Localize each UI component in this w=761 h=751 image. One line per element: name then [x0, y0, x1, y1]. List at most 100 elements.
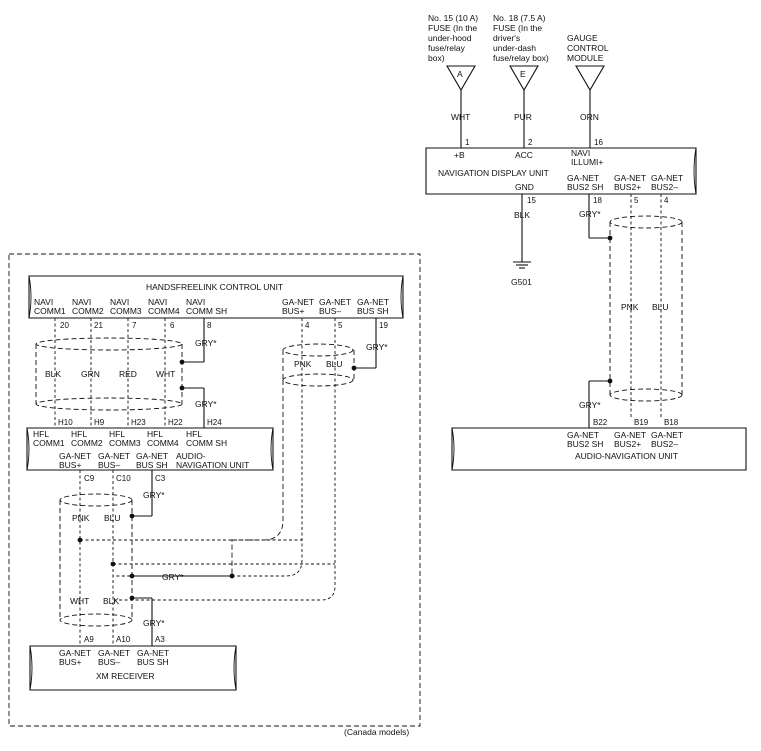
- audio-right-bus2p-2: BUS2+: [614, 439, 641, 449]
- audio-left-pin-h9: H9: [94, 418, 105, 427]
- audio-right-bus2m-2: BUS2–: [651, 439, 678, 449]
- xm-receiver-title: XM RECEIVER: [96, 671, 155, 681]
- pin-label-1: 1: [465, 138, 470, 147]
- nav-bus2p-2: BUS2+: [614, 182, 641, 192]
- gry-label-xm-top: GRY*: [143, 490, 165, 500]
- wire-pnk-bus-hfl: [113, 318, 303, 577]
- audio-left-comm3-1: HFL: [109, 429, 125, 439]
- nav-bus2p-1: GA-NET: [614, 173, 646, 183]
- gry-label-comm-bottom: GRY*: [195, 399, 217, 409]
- fuse15-line-2: FUSE (In the: [428, 23, 477, 33]
- fuse18-line-2: FUSE (In the: [493, 23, 542, 33]
- canada-frame: [8, 253, 421, 727]
- audio-left-bus-p-1: GA-NET: [59, 451, 91, 461]
- audio-right-pin-b19: B19: [634, 418, 649, 427]
- wire-label-pnk-right: PNK: [621, 302, 639, 312]
- audio-left-comm4-1: HFL: [147, 429, 163, 439]
- audio-left-comm3-2: COMM3: [109, 438, 141, 448]
- nav-bus2sh-2: BUS2 SH: [567, 182, 603, 192]
- hfl-pin-5: 5: [338, 321, 343, 330]
- hfl-pin-21: 21: [94, 321, 103, 330]
- audio-left-comm2-1: HFL: [71, 429, 87, 439]
- wire-label-pnk-xm: PNK: [72, 513, 90, 523]
- audio-right-pin-b22: B22: [593, 418, 608, 427]
- xm-pin-a3: A3: [155, 635, 165, 644]
- hfl-label-7a: GA-NET: [319, 297, 351, 307]
- fuse15-line-4: fuse/relay: [428, 43, 466, 53]
- hfl-unit-edge-right: [400, 275, 404, 319]
- nav-gnd-pin: 15: [527, 196, 536, 205]
- gry-label-right-top: GRY*: [579, 209, 601, 219]
- fuse18-line-3: driver's: [493, 33, 520, 43]
- nav-display-title: NAVIGATION DISPLAY UNIT: [438, 168, 549, 178]
- wire-label-blk-xm: BLK: [103, 596, 119, 606]
- wire-label-blu-bus: BLU: [326, 359, 343, 369]
- gry-label-comm-top: GRY*: [195, 338, 217, 348]
- hfl-pin-8: 8: [207, 321, 212, 330]
- gauge-source: GAUGE CONTROL MODULE: [567, 33, 609, 92]
- wire-label-pnk-bus: PNK: [294, 359, 312, 369]
- xm-label-bus-m-1: GA-NET: [98, 648, 130, 658]
- wire-label-orn: ORN: [580, 112, 599, 122]
- audio-left-pin-h22: H22: [168, 418, 183, 427]
- splice-pnk: [77, 537, 83, 543]
- audio-nav-right-box: [451, 427, 747, 471]
- fuse15-line-3: under-hood: [428, 33, 472, 43]
- nav-pin-label-acc: ACC: [515, 150, 533, 160]
- fuse18-line-4: under-dash: [493, 43, 536, 53]
- xm-shield-joint-top: [129, 513, 135, 519]
- xm-label-bus-m-2: BUS–: [98, 657, 120, 667]
- hfl-pin-6: 6: [170, 321, 175, 330]
- hfl-label-6b: BUS+: [282, 306, 304, 316]
- fuse18-letter: E: [520, 69, 526, 79]
- comm-shield-top: [35, 337, 183, 351]
- bus-shield-bottom: [282, 373, 354, 387]
- wire-label-grn: GRN: [81, 369, 100, 379]
- nav-pin-label-b: +B: [454, 150, 465, 160]
- xm-label-bus-sh-1: GA-NET: [137, 648, 169, 658]
- wire-label-wht: WHT: [451, 112, 470, 122]
- wire-label-wht-comm: WHT: [156, 369, 175, 379]
- nav-bus2sh-1: GA-NET: [567, 173, 599, 183]
- xm-label-bus-p-2: BUS+: [59, 657, 81, 667]
- hfl-unit-edge-left: [28, 275, 32, 319]
- nav-bus-pin-4: 4: [664, 196, 669, 205]
- wire-label-blk-gnd: BLK: [514, 210, 530, 220]
- nav-display-edge: [693, 147, 697, 195]
- hfl-pin-7: 7: [132, 321, 137, 330]
- wire-label-blu-right: BLU: [652, 302, 669, 312]
- gry-label-xm-link: GRY*: [162, 572, 184, 582]
- audio-right-pin-b18: B18: [664, 418, 679, 427]
- bus-shield-joint-link: [229, 573, 235, 579]
- xm-pin-a9: A9: [84, 635, 94, 644]
- gauge-triangle: [575, 65, 605, 92]
- gauge-line-3: MODULE: [567, 53, 604, 63]
- audio-nav-left-title-2: NAVIGATION UNIT: [176, 460, 249, 470]
- xm-shield-top: [59, 493, 133, 507]
- nav-bus-pin-18: 18: [593, 196, 602, 205]
- hfl-label-4b: COMM4: [148, 306, 180, 316]
- wire-label-red: RED: [119, 369, 137, 379]
- audio-left-pin-h24: H24: [207, 418, 222, 427]
- audio-left-pin-h10: H10: [58, 418, 73, 427]
- audio-nav-right-edge: [451, 427, 455, 471]
- hfl-label-5b: COMM SH: [186, 306, 227, 316]
- wire-label-blk: BLK: [45, 369, 61, 379]
- gauge-line-2: CONTROL: [567, 43, 609, 53]
- hfl-label-6a: GA-NET: [282, 297, 314, 307]
- audio-nav-left-title-1: AUDIO-: [176, 451, 206, 461]
- fuse15-letter: A: [457, 69, 463, 79]
- right-shield-bottom: [609, 388, 683, 402]
- nav-illumi-1: NAVI: [571, 148, 590, 158]
- audio-left-pin-h23: H23: [131, 418, 146, 427]
- hfl-label-3a: NAVI: [110, 297, 129, 307]
- gry-label-bus: GRY*: [366, 342, 388, 352]
- audio-left-bus-p-2: BUS+: [59, 460, 81, 470]
- fuse18-source: No. 18 (7.5 A) FUSE (In the driver's und…: [493, 13, 549, 92]
- wire-label-wht-xm: WHT: [70, 596, 89, 606]
- xm-label-bus-sh-2: BUS SH: [137, 657, 169, 667]
- audio-left-commsh-2: COMM SH: [186, 438, 227, 448]
- fuse18-line-1: No. 18 (7.5 A): [493, 13, 546, 23]
- canada-footer: (Canada models): [344, 727, 409, 737]
